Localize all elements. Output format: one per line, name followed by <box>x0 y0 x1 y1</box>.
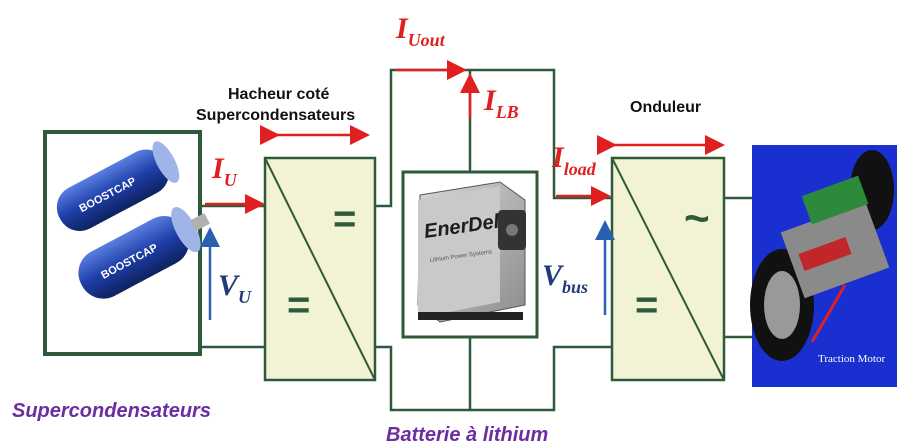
supercapacitor-image: BOOSTCAP BOOSTCAP <box>38 132 218 354</box>
chopper-title-line1: Hacheur coté <box>228 86 329 103</box>
chopper-dc-out-symbol: = <box>333 197 356 241</box>
iload-label: Iload <box>551 141 597 179</box>
traction-motor-image: Traction Motor <box>750 145 897 387</box>
inverter-title: Onduleur <box>630 99 701 116</box>
iuout-label: IUout <box>395 12 446 50</box>
vbus-label: Vbus <box>542 259 588 297</box>
ilb-label: ILB <box>483 84 519 122</box>
chopper-dc-in-symbol: = <box>287 283 310 327</box>
battery-image: EnerDel Lithium Power Systems <box>403 172 537 337</box>
iu-label: IU <box>211 152 238 190</box>
inverter-dc-symbol: = <box>635 283 658 327</box>
chopper-title-line2: Supercondensateurs <box>196 107 355 124</box>
vu-label: VU <box>218 269 252 307</box>
battery-caption: Batterie à lithium <box>386 424 548 443</box>
inverter: ~ = <box>612 158 724 380</box>
supercapacitor-caption: Supercondensateurs <box>12 400 211 422</box>
traction-motor-caption: Traction Motor <box>818 353 885 365</box>
inverter-ac-symbol: ~ <box>684 194 710 243</box>
chopper-converter: = = <box>265 158 375 380</box>
wire-chopper-bottom-out <box>375 347 612 410</box>
